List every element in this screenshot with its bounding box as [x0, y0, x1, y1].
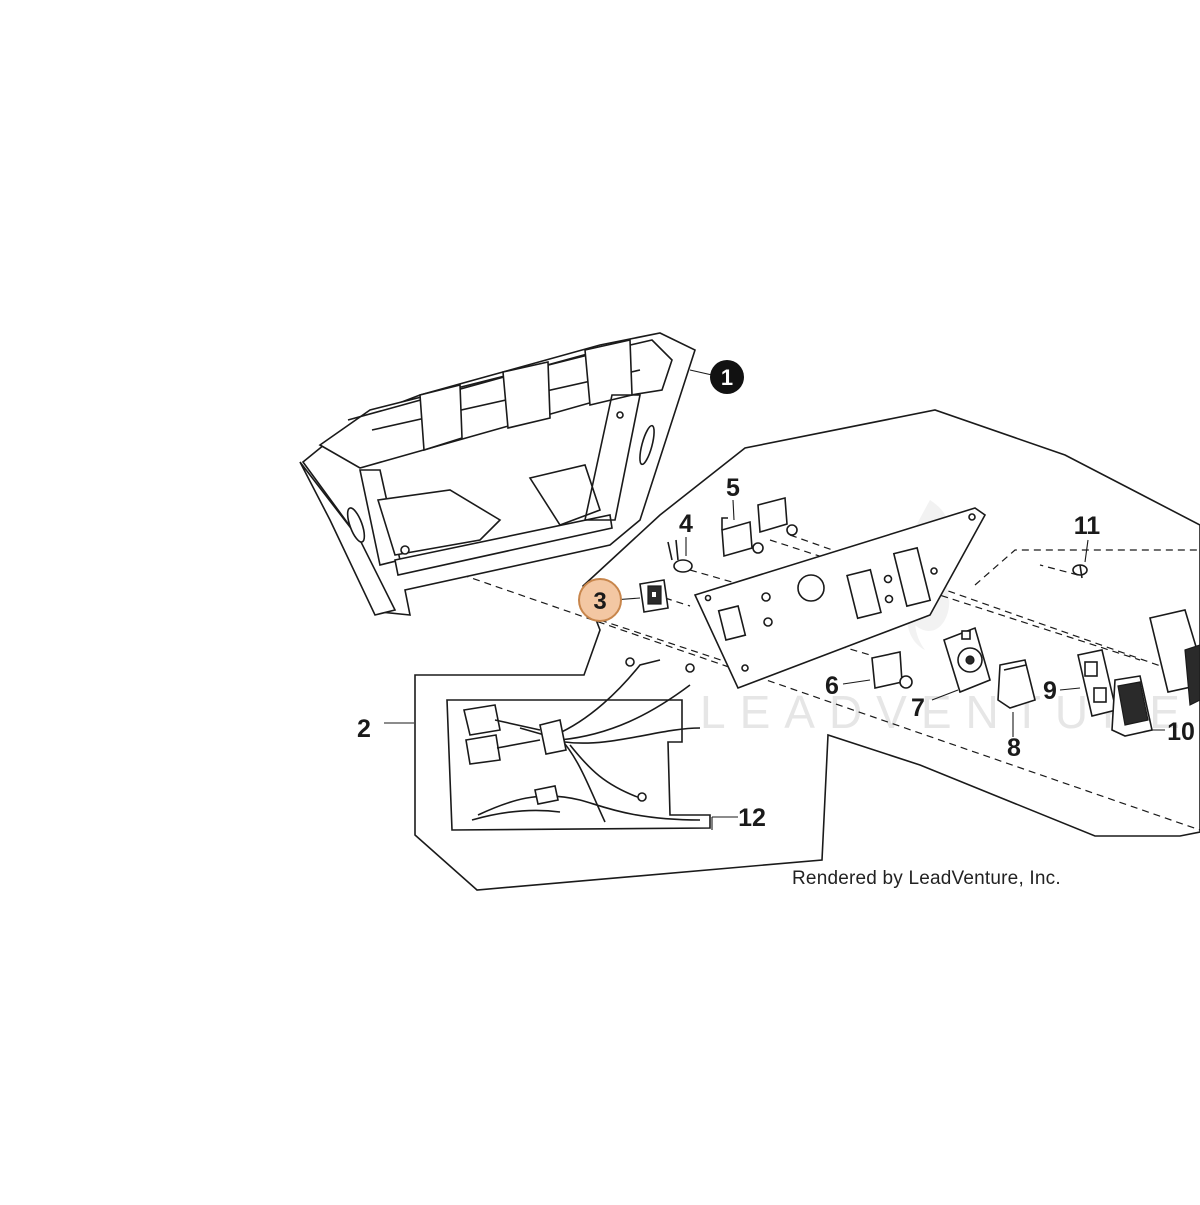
callout-3-label: 3 [593, 588, 606, 615]
callout-2[interactable]: 2 [357, 715, 371, 743]
callout-4[interactable]: 4 [679, 510, 693, 538]
part-6-circuit-breaker [871, 651, 913, 689]
callout-3-highlight [578, 578, 622, 622]
callout-12-label: 12 [738, 804, 766, 832]
callout-7[interactable]: 7 [911, 694, 925, 722]
part-8-receptacle-cover [997, 659, 1036, 709]
render-credit: Rendered by LeadVenture, Inc. [792, 868, 1061, 889]
assembly-group-outline [414, 409, 1200, 891]
callout-2-label: 2 [357, 715, 371, 743]
callout-6[interactable]: 6 [825, 672, 839, 700]
part-7-twist-lock-receptacle [943, 626, 991, 694]
callout-3-highlighted[interactable]: 3 [578, 578, 622, 622]
leader-11 [1084, 539, 1089, 563]
callout-8-label: 8 [1007, 734, 1021, 762]
callout-9[interactable]: 9 [1043, 677, 1057, 705]
callout-1[interactable]: 1 [710, 360, 744, 394]
leader-7 [931, 689, 959, 701]
callout-6-label: 6 [825, 672, 839, 700]
callout-10-label: 10 [1167, 718, 1195, 746]
part-2-wire-harness [463, 657, 701, 823]
leader-12 [711, 816, 738, 830]
leader-9 [1059, 687, 1081, 691]
callout-5-label: 5 [726, 474, 740, 502]
part-11-screw [1072, 564, 1088, 579]
part-4-indicator-lamp [667, 539, 693, 573]
leader-1 [689, 369, 713, 376]
callout-9-label: 9 [1043, 677, 1057, 705]
callout-7-label: 7 [911, 694, 925, 722]
callout-1-label: 1 [721, 365, 733, 390]
callout-10[interactable]: 10 [1167, 718, 1195, 746]
part-1-handle-frame [299, 332, 696, 616]
callout-11[interactable]: 11 [1074, 512, 1101, 540]
callout-8[interactable]: 8 [1007, 734, 1021, 762]
callout-5[interactable]: 5 [726, 474, 740, 502]
part-3-rocker-switch [639, 579, 669, 613]
callout-12[interactable]: 12 [738, 804, 766, 832]
leader-5 [732, 499, 735, 521]
callout-4-label: 4 [679, 510, 693, 538]
part-10-receptacle-covers [1111, 609, 1200, 737]
part-5-circuit-breakers [721, 496, 798, 558]
callout-11-label: 11 [1074, 512, 1101, 540]
control-panel-plate [693, 507, 987, 690]
leader-6 [842, 679, 871, 685]
harness-box-outline [446, 699, 711, 831]
